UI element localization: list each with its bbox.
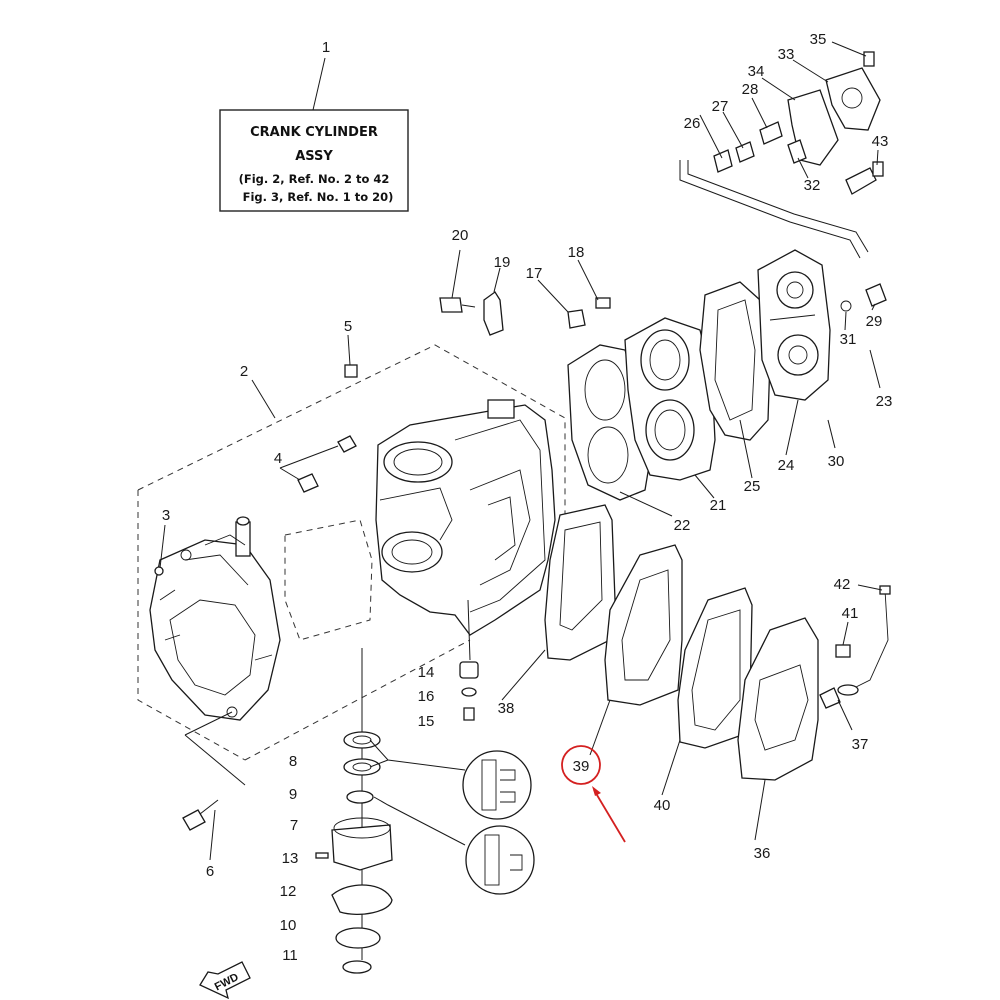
callout-29: 29 — [866, 313, 883, 330]
callout-24: 24 — [778, 457, 795, 474]
callout-2: 2 — [240, 363, 248, 380]
crankshaft-ghost — [284, 519, 373, 641]
callout-38: 38 — [498, 700, 515, 717]
note-line-3: (Fig. 2, Ref. No. 2 to 42 — [239, 172, 390, 186]
leader-lines — [159, 41, 883, 861]
callout-30: 30 — [828, 453, 845, 470]
callout-25: 25 — [744, 478, 761, 495]
callout-labels: 1 2 3 4 5 6 7 8 9 10 11 12 13 14 15 16 1… — [162, 31, 893, 964]
callout-7: 7 — [290, 817, 298, 834]
bolt-6 — [182, 799, 219, 831]
callout-32: 32 — [804, 177, 821, 194]
note-line-2: ASSY — [295, 149, 333, 164]
cylinder-head — [624, 317, 716, 481]
callout-18: 18 — [568, 244, 585, 261]
callout-42: 42 — [834, 576, 851, 593]
assembly-outline — [137, 344, 566, 761]
callout-15: 15 — [418, 713, 435, 730]
callout-9: 9 — [289, 786, 297, 803]
note-box: CRANK CYLINDER ASSY (Fig. 2, Ref. No. 2 … — [219, 57, 409, 212]
callout-23: 23 — [876, 393, 893, 410]
callout-36: 36 — [754, 845, 771, 862]
callout-39: 39 — [573, 758, 590, 775]
callout-27: 27 — [712, 98, 729, 115]
thermostat-parts — [713, 51, 887, 312]
callout-22: 22 — [674, 517, 691, 534]
callout-19: 19 — [494, 254, 511, 271]
callout-16: 16 — [418, 688, 435, 705]
callout-28: 28 — [742, 81, 759, 98]
callout-35: 35 — [810, 31, 827, 48]
crankcase-half — [149, 516, 281, 721]
callout-12: 12 — [280, 883, 297, 900]
callout-13: 13 — [282, 850, 299, 867]
seal-detail-views — [462, 750, 535, 895]
exhaust-inner-cover — [604, 544, 683, 706]
highlight-39 — [561, 745, 626, 843]
callout-1: 1 — [322, 39, 330, 56]
callout-33: 33 — [778, 46, 795, 63]
note-line-4: Fig. 3, Ref. No. 1 to 20) — [243, 190, 394, 204]
fwd-arrow-icon: FWD — [199, 961, 251, 1000]
callout-43: 43 — [872, 133, 889, 150]
callout-4: 4 — [274, 450, 282, 467]
head-cover — [757, 249, 831, 401]
exhaust-gasket-outer — [677, 587, 753, 749]
seal-stack — [315, 648, 479, 974]
callout-26: 26 — [684, 115, 701, 132]
callout-14: 14 — [418, 664, 435, 681]
callout-40: 40 — [654, 797, 671, 814]
callout-31: 31 — [840, 331, 857, 348]
exhaust-outer-cover — [737, 617, 819, 781]
callout-3: 3 — [162, 507, 170, 524]
callout-10: 10 — [280, 917, 297, 934]
callout-8: 8 — [289, 753, 297, 770]
callout-17: 17 — [526, 265, 543, 282]
note-line-1: CRANK CYLINDER — [250, 125, 378, 140]
cylinder-block — [375, 399, 556, 636]
exhaust-gasket-inner — [544, 504, 616, 661]
callout-6: 6 — [206, 863, 214, 880]
callout-21: 21 — [710, 497, 727, 514]
callout-5: 5 — [344, 318, 352, 335]
cover-gasket — [699, 281, 771, 441]
callout-34: 34 — [748, 63, 765, 80]
callout-41: 41 — [842, 605, 859, 622]
callout-37: 37 — [852, 736, 869, 753]
top-hardware — [154, 291, 611, 576]
hose-lines — [679, 160, 869, 259]
callout-11: 11 — [282, 947, 298, 964]
callout-20: 20 — [452, 227, 469, 244]
